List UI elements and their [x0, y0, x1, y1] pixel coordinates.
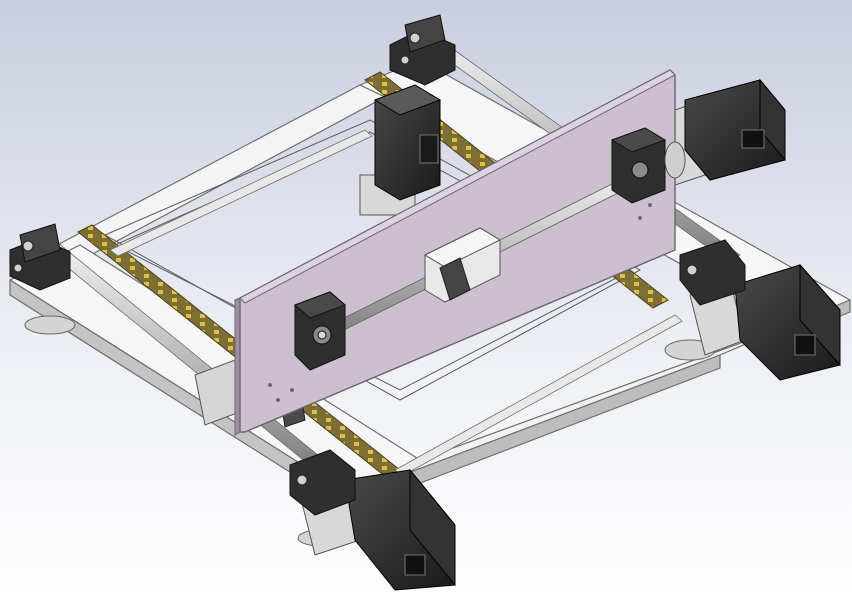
bearing-block-back-corner: [389, 14, 456, 86]
motor-top: [359, 84, 442, 216]
bearing-block-left: [294, 291, 346, 371]
plate-holes: [268, 203, 652, 410]
bearing-block-left-corner: [9, 223, 71, 291]
motor-right-front: [679, 239, 841, 381]
bearing-block-right: [610, 127, 686, 204]
motor-bottom-front: [289, 449, 456, 591]
cross-rod-diagonal: [109, 129, 683, 477]
carriage-block: [423, 227, 502, 303]
